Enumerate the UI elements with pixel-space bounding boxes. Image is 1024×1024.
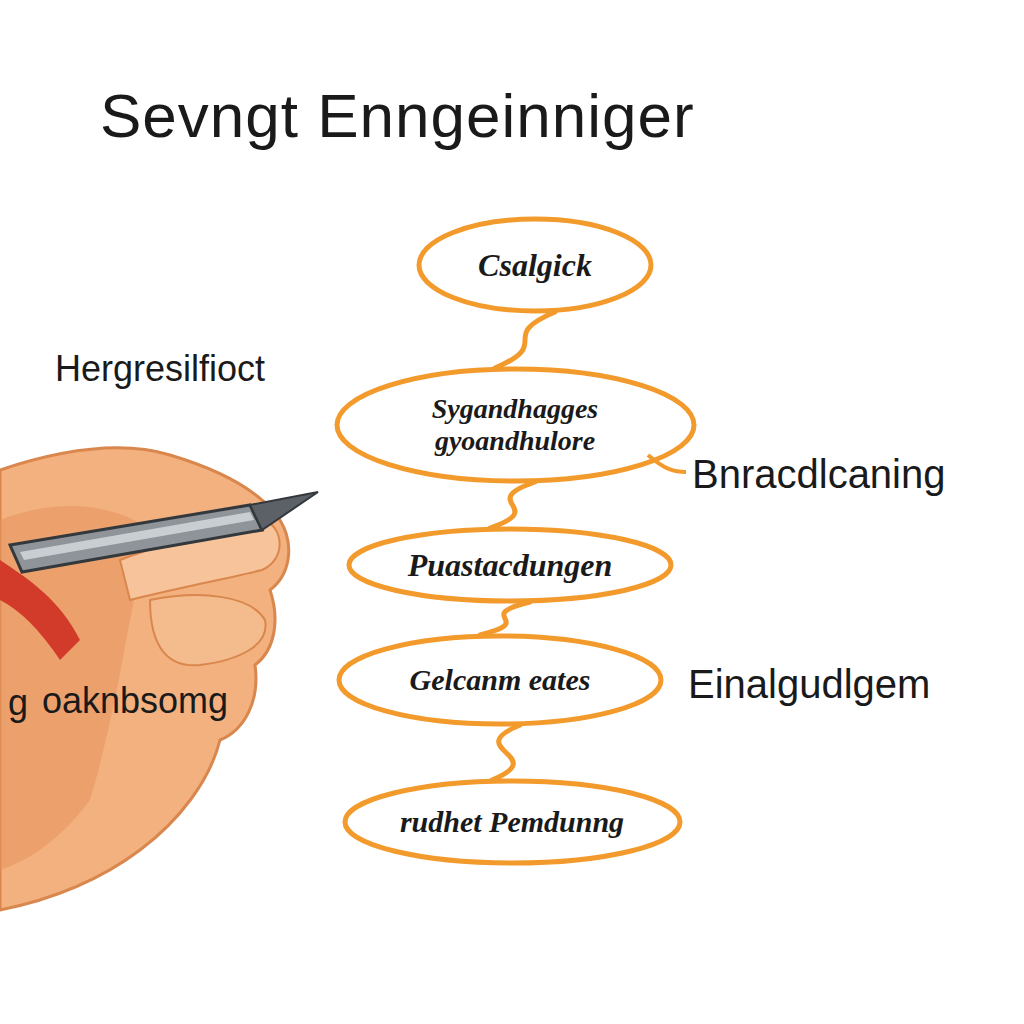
diagram-title: Sevngt Enngeinniger xyxy=(100,80,695,151)
leader-line xyxy=(648,455,686,472)
spiral-connector xyxy=(480,602,530,635)
side-label: oaknbsomg xyxy=(42,680,228,722)
side-label: g xyxy=(8,682,28,724)
ellipse-node: rudhet Pemdunng xyxy=(341,777,684,867)
sleeve xyxy=(0,560,80,660)
spiral-connector xyxy=(495,312,555,368)
node-text: Gelcanm eates xyxy=(410,663,591,698)
ellipse-node: Gelcanm eates xyxy=(335,632,665,728)
ellipse-node: Puastacdungen xyxy=(345,525,675,605)
thumb xyxy=(150,595,266,665)
node-text: rudhet Pemdunng xyxy=(400,805,624,840)
ellipse-node: Sygandhagges gyoandhulore xyxy=(333,365,698,485)
spiral-connector xyxy=(490,482,535,528)
side-label: Bnracdlcaning xyxy=(692,452,946,497)
node-text: Sygandhagges gyoandhulore xyxy=(395,393,635,457)
pen xyxy=(10,492,318,572)
hand xyxy=(0,448,289,910)
node-text: Puastacdungen xyxy=(408,547,612,584)
ellipse-node: Csalgick xyxy=(415,215,655,315)
node-text: Csalgick xyxy=(478,247,592,284)
side-label: Einalgudlgem xyxy=(688,662,930,707)
side-label: Hergresilfioct xyxy=(55,348,265,390)
spiral-connector xyxy=(492,725,520,780)
